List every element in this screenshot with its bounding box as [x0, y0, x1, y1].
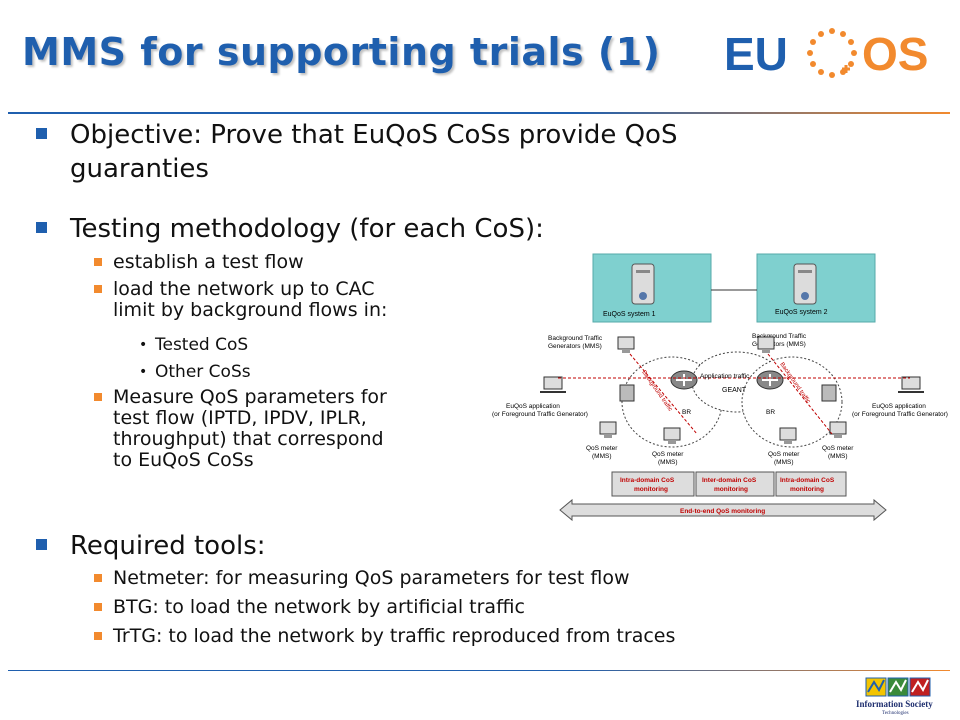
bg-left-label-2: Generators (MMS): [548, 343, 602, 350]
laptop-icon: [898, 376, 924, 393]
bg-right-label-1: Background Traffic: [752, 333, 807, 340]
ist-logo-line1: Information Society: [856, 699, 933, 709]
tool-netmeter: Netmeter: for measuring QoS parameters f…: [94, 568, 630, 589]
app-right-label-1: EuQoS application: [872, 403, 926, 410]
br-label-right: BR: [766, 409, 775, 416]
inter-domain-bar: [695, 471, 775, 497]
euqos-logo: EU OS: [724, 28, 928, 80]
bullet-square-icon: [94, 393, 102, 401]
app-traffic-label: Application traffic: [700, 373, 750, 380]
qos-meter-label: QoS meter: [586, 445, 618, 452]
app-left-label-2: (or Foreground Traffic Generator): [492, 411, 588, 418]
bullet-square-icon: [36, 128, 47, 139]
footer-rule: [8, 670, 950, 671]
intra-right-label-2: monitoring: [790, 486, 824, 493]
sub-bullet-load: load the network up to CAC limit by back…: [94, 279, 387, 321]
switch-icon: [619, 384, 635, 402]
bullet-square-icon: [94, 632, 102, 640]
bg-traffic-arrow-left: [629, 353, 698, 435]
bullet-square-icon: [94, 285, 102, 293]
qos-meter-label: QoS meter: [822, 445, 854, 452]
tool-btg: BTG: to load the network by artificial t…: [94, 597, 525, 618]
sys2-label: EuQoS system 2: [775, 309, 828, 316]
logo-text-os: OS: [862, 28, 928, 80]
end-to-end-label: End-to-end QoS monitoring: [680, 508, 765, 515]
bg-right-label-2: Generators (MMS): [752, 341, 806, 348]
end-to-end-arrow: [559, 498, 887, 522]
server-icon: [793, 263, 817, 305]
computer-icon: [617, 336, 635, 353]
inter-label-1: Inter-domain CoS: [702, 477, 757, 484]
header-rule: [8, 112, 950, 114]
ist-logo-line2: Technologies: [882, 711, 909, 716]
bg-left-label-1: Background Traffic: [548, 335, 603, 342]
router-icon: [670, 370, 698, 390]
qos-meter-label: (MMS): [828, 453, 848, 460]
sub-bullet-establish: establish a test flow: [94, 252, 304, 273]
bg-traffic-arrow-right: [767, 353, 833, 435]
intra-left-label-2: monitoring: [634, 486, 668, 493]
inter-label-2: monitoring: [714, 486, 748, 493]
ist-logo: Information Society Technologies: [856, 677, 933, 716]
app-right-label-2: (or Foreground Traffic Generator): [852, 411, 948, 418]
qos-meter-label: (MMS): [592, 453, 612, 460]
computer-icon: [599, 421, 617, 438]
logo-text-eu: EU: [724, 28, 788, 80]
sys1-label: EuQoS system 1: [603, 311, 656, 318]
intra-domain-bar-left: [611, 471, 695, 497]
qos-meter-label: QoS meter: [768, 451, 800, 458]
router-icon: [756, 370, 784, 390]
bullet-square-icon: [36, 539, 47, 550]
bullet-square-icon: [94, 258, 102, 266]
sub-bullet-measure: Measure QoS parameters for test flow (IP…: [94, 387, 387, 471]
bullet-square-icon: [94, 574, 102, 582]
intra-domain-bar-right: [775, 471, 847, 497]
bullet-square-icon: [94, 603, 102, 611]
br-label-left: BR: [682, 409, 691, 416]
bullet-dot-icon: •: [139, 337, 148, 353]
bullet-tools: Required tools:: [36, 529, 266, 563]
logo-star-circle: [807, 28, 857, 78]
app-left-label-1: EuQoS application: [506, 403, 560, 410]
geant-label: GEANT: [722, 387, 747, 394]
qos-meter-label: QoS meter: [652, 451, 684, 458]
computer-icon: [779, 427, 797, 444]
sub-sub-bullet-tested: • Tested CoS: [139, 335, 249, 355]
computer-icon: [829, 421, 847, 438]
computer-icon: [757, 336, 775, 353]
bullet-dot-icon: •: [139, 364, 148, 380]
sub-sub-bullet-other: • Other CoSs: [139, 362, 251, 382]
qos-meter-label: (MMS): [658, 459, 678, 466]
qos-meter-label: (MMS): [774, 459, 794, 466]
computer-icon: [663, 427, 681, 444]
tool-trtg: TrTG: to load the network by traffic rep…: [94, 626, 675, 647]
bullet-methodology: Testing methodology (for each CoS):: [36, 212, 544, 246]
server-icon: [631, 263, 655, 305]
bullet-objective: Objective: Prove that EuQoS CoSs provide…: [36, 118, 677, 186]
intra-left-label-1: Intra-domain CoS: [620, 477, 675, 484]
bullet-square-icon: [36, 222, 47, 233]
laptop-icon: [540, 376, 566, 393]
switch-icon: [821, 384, 837, 402]
network-diagram: EuQoS system 1 EuQoS system 2 Background…: [492, 253, 948, 522]
slide-title: MMS for supporting trials (1): [22, 30, 661, 74]
intra-right-label-1: Intra-domain CoS: [780, 477, 835, 484]
